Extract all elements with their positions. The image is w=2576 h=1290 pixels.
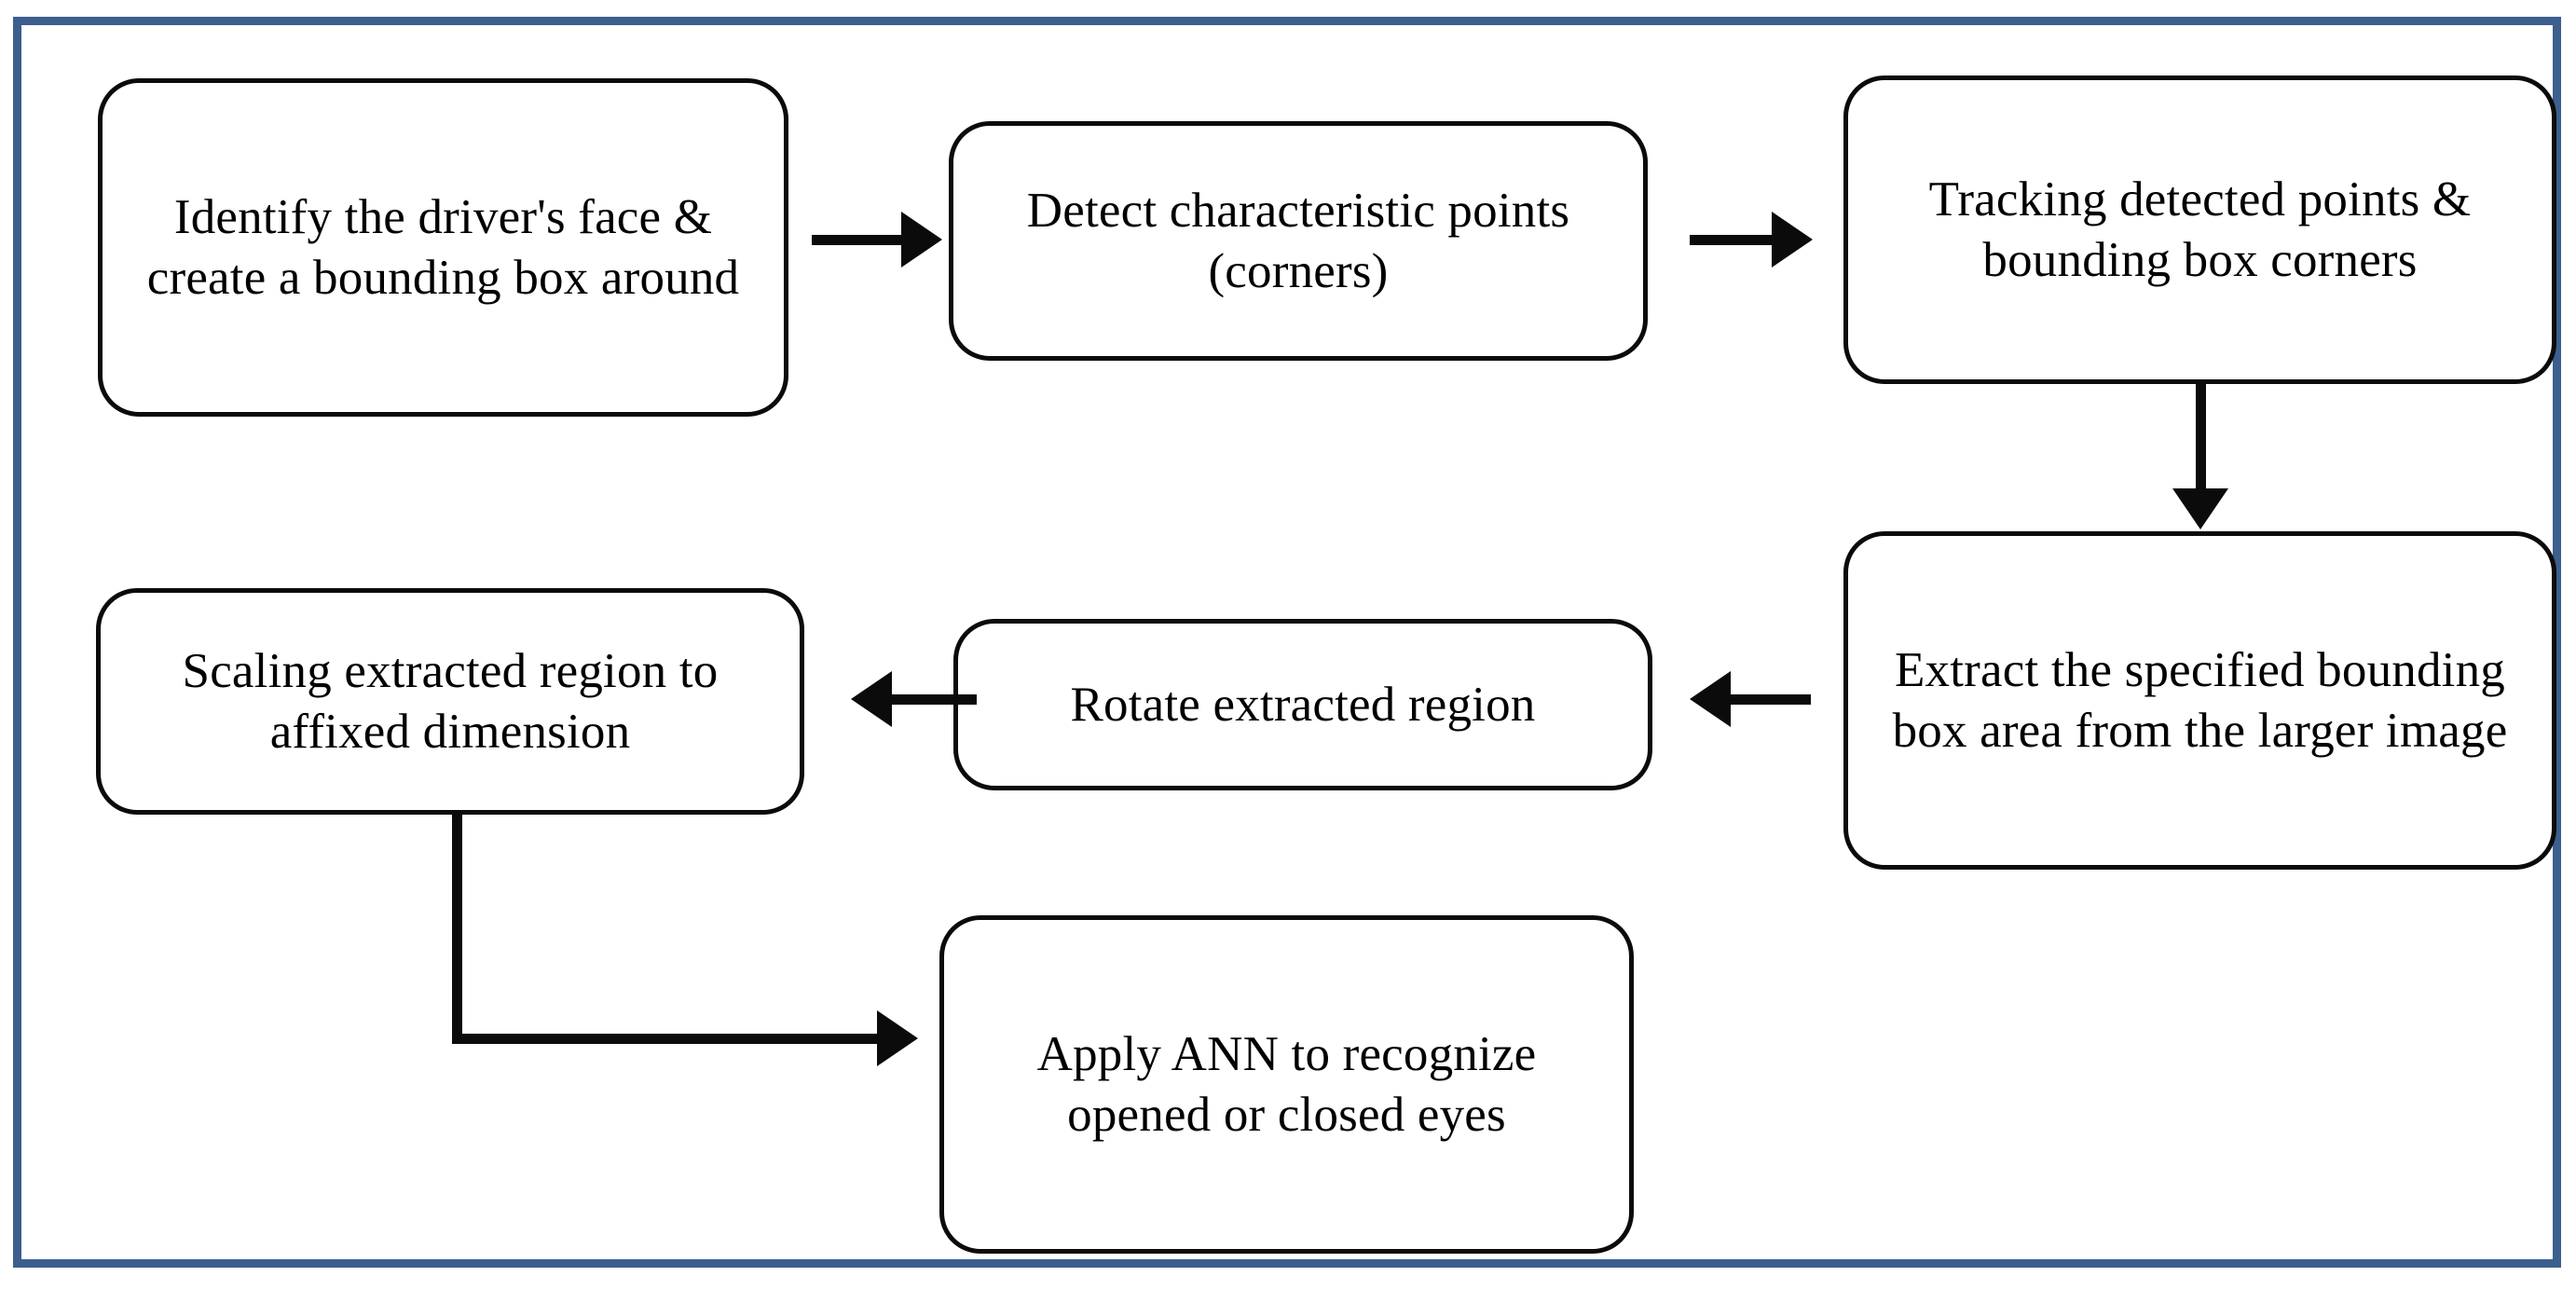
flow-node-detect-label: Detect characteristic points (corners) bbox=[1026, 183, 1570, 298]
connector-scaling-to-ann-vertical bbox=[452, 813, 462, 1044]
flow-node-identify-label: Identify the driver's face & create a bo… bbox=[146, 189, 740, 305]
connector-extract-to-rotate-line bbox=[1699, 694, 1811, 705]
flow-node-ann-label: Apply ANN to recognize opened or closed … bbox=[1036, 1026, 1537, 1142]
connector-identify-to-detect-line bbox=[812, 235, 912, 245]
flow-node-extract[interactable]: Extract the specified bounding box area … bbox=[1843, 531, 2556, 870]
flow-node-tracking[interactable]: Tracking detected points & bounding box … bbox=[1843, 75, 2556, 384]
flow-node-ann[interactable]: Apply ANN to recognize opened or closed … bbox=[939, 915, 1634, 1254]
flow-node-extract-label: Extract the specified bounding box area … bbox=[1892, 642, 2508, 758]
arrow-left-icon bbox=[851, 671, 892, 727]
arrow-left-icon bbox=[1690, 671, 1731, 727]
flow-node-detect[interactable]: Detect characteristic points (corners) bbox=[949, 121, 1648, 361]
flow-node-rotate[interactable]: Rotate extracted region bbox=[953, 619, 1652, 790]
connector-rotate-to-scaling-line bbox=[860, 694, 977, 705]
connector-detect-to-tracking-line bbox=[1690, 235, 1783, 245]
arrow-right-icon bbox=[901, 212, 942, 268]
connector-scaling-to-ann-horizontal bbox=[452, 1034, 888, 1044]
flow-node-rotate-label: Rotate extracted region bbox=[1070, 677, 1536, 732]
arrow-right-icon bbox=[877, 1010, 918, 1066]
connector-tracking-to-extract-line bbox=[2196, 384, 2206, 503]
diagram-outer-frame: Identify the driver's face & create a bo… bbox=[13, 17, 2561, 1268]
flow-node-tracking-label: Tracking detected points & bounding box … bbox=[1928, 172, 2472, 287]
flow-node-scaling[interactable]: Scaling extracted region to affixed dime… bbox=[96, 588, 804, 815]
flow-node-identify[interactable]: Identify the driver's face & create a bo… bbox=[98, 78, 788, 417]
flow-node-scaling-label: Scaling extracted region to affixed dime… bbox=[182, 643, 719, 759]
arrow-right-icon bbox=[1772, 212, 1813, 268]
arrow-down-icon bbox=[2172, 488, 2228, 529]
